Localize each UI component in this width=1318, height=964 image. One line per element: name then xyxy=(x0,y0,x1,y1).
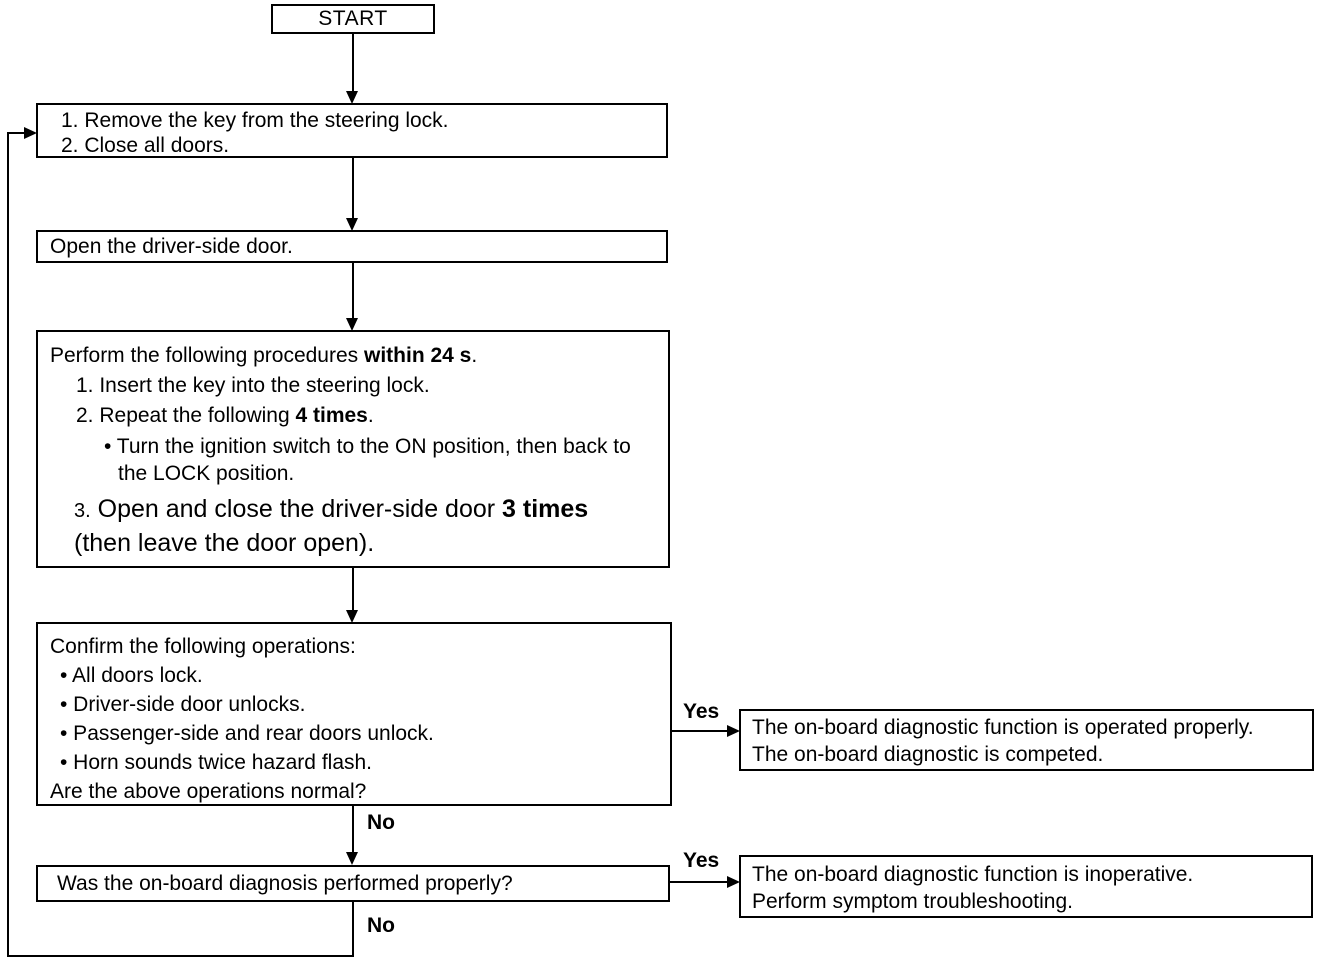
label-yes-1: Yes xyxy=(683,700,720,723)
connector-start-step1 xyxy=(352,33,354,92)
node-confirm-operations: Confirm the following operations: • All … xyxy=(36,622,672,806)
step-line: Confirm the following operations: xyxy=(50,635,356,658)
label-no-2: No xyxy=(367,914,395,937)
arrowhead-down-step1 xyxy=(346,91,358,104)
step-line: Are the above operations normal? xyxy=(50,780,367,803)
connector-step4-step5-no xyxy=(352,806,354,853)
connector-loop-left xyxy=(7,132,9,957)
node-was-diagnosis-performed: Was the on-board diagnosis performed pro… xyxy=(36,865,670,902)
arrowhead-right-step1-loop xyxy=(24,127,37,139)
connector-step2-step3 xyxy=(352,263,354,319)
connector-loop-bottom xyxy=(7,955,354,957)
arrowhead-right-result1 xyxy=(727,725,740,737)
step-line: 2. Repeat the following 4 times. xyxy=(76,404,374,427)
step-line: Perform the following procedures within … xyxy=(50,344,478,367)
step-line: • Turn the ignition switch to the ON pos… xyxy=(104,435,631,458)
step-line: 2. Close all doors. xyxy=(61,134,230,157)
step-line: Open the driver-side door. xyxy=(50,235,293,258)
bullet-item: • Passenger-side and rear doors unlock. xyxy=(60,722,434,745)
bullet-item: • Driver-side door unlocks. xyxy=(60,693,306,716)
connector-step5-no-down xyxy=(352,902,354,957)
label-no-1: No xyxy=(367,811,395,834)
step-line: the LOCK position. xyxy=(118,462,295,485)
label-yes-2: Yes xyxy=(683,849,720,872)
step-line: (then leave the door open). xyxy=(74,529,375,557)
arrowhead-down-step3 xyxy=(346,318,358,331)
node-open-driver-door: Open the driver-side door. xyxy=(36,230,668,263)
connector-step1-step2 xyxy=(352,158,354,219)
step-line: Was the on-board diagnosis performed pro… xyxy=(57,872,513,895)
result-line: The on-board diagnostic function is oper… xyxy=(752,716,1254,739)
arrowhead-down-step2 xyxy=(346,218,358,231)
node-procedure-within-24s: Perform the following procedures within … xyxy=(36,330,670,568)
step-line: 3. Open and close the driver-side door 3… xyxy=(74,495,589,523)
connector-step3-step4 xyxy=(352,568,354,611)
connector-loop-top xyxy=(7,132,25,134)
arrowhead-right-result2 xyxy=(727,876,740,888)
arrowhead-down-step5 xyxy=(346,852,358,865)
step-line: 1. Insert the key into the steering lock… xyxy=(76,374,430,397)
result-line: Perform symptom troubleshooting. xyxy=(752,890,1073,913)
node-start: START xyxy=(271,4,435,34)
arrowhead-down-step4 xyxy=(346,610,358,623)
node-diagnostic-ok-result: The on-board diagnostic function is oper… xyxy=(739,709,1314,771)
connector-step5-result2-yes xyxy=(668,881,728,883)
node-remove-key-close-doors: 1. Remove the key from the steering lock… xyxy=(36,103,668,158)
bullet-item: • All doors lock. xyxy=(60,664,203,687)
start-label: START xyxy=(318,7,388,30)
connector-step4-result1-yes xyxy=(670,730,728,732)
result-line: The on-board diagnostic function is inop… xyxy=(752,863,1194,886)
result-line: The on-board diagnostic is competed. xyxy=(752,743,1104,766)
step-line: 1. Remove the key from the steering lock… xyxy=(61,109,449,132)
bullet-item: • Horn sounds twice hazard flash. xyxy=(60,751,373,774)
node-diagnostic-inoperative-result: The on-board diagnostic function is inop… xyxy=(739,855,1313,918)
